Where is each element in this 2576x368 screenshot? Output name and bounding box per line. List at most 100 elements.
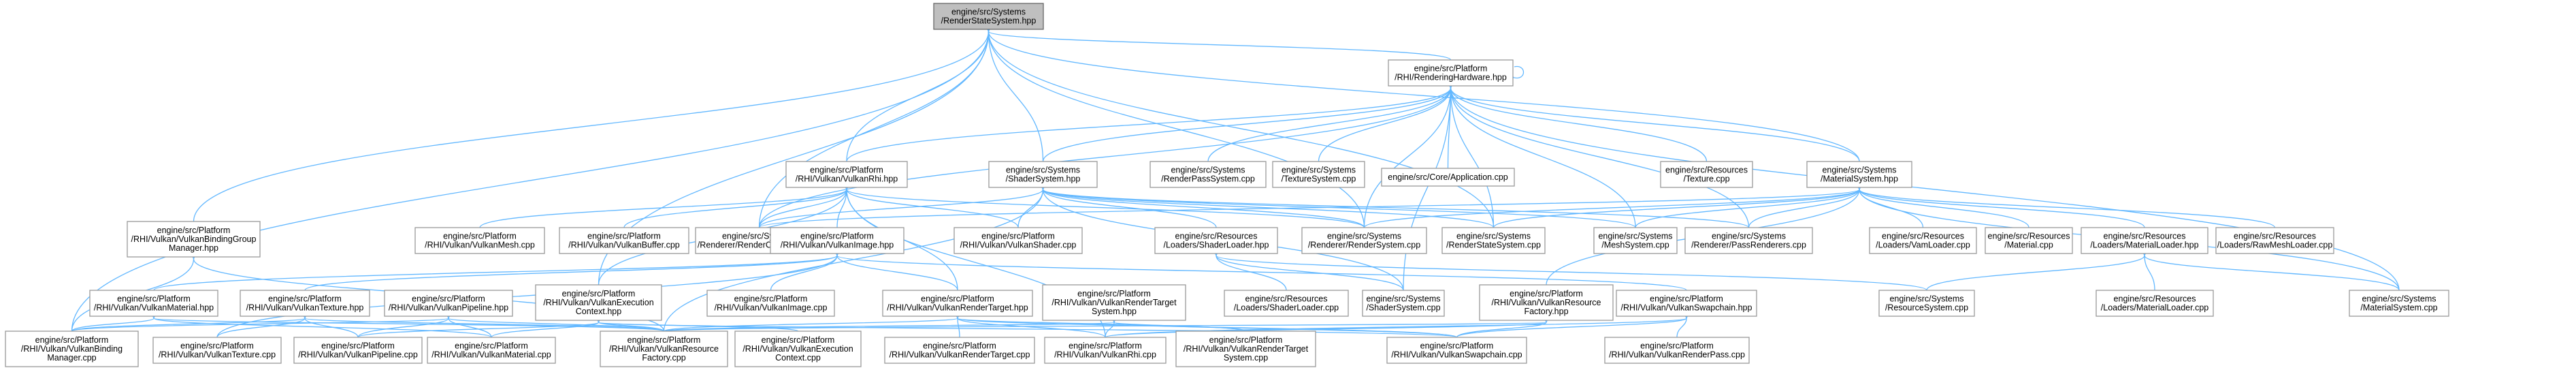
node-box [535, 284, 662, 321]
node-box [1150, 161, 1267, 188]
node-vulkan-material-cpp[interactable]: engine/src/Platform/RHI/Vulkan/VulkanMat… [427, 337, 556, 364]
node-box [933, 3, 1044, 30]
node-vulkan-render-target-cpp[interactable]: engine/src/Platform/RHI/Vulkan/VulkanRen… [884, 337, 1035, 364]
node-pass-renderers-cpp[interactable]: engine/src/Systems/Renderer/PassRenderer… [1684, 227, 1813, 254]
edge-vulkan-swapchain-hpp-to-vulkan-swapchain-cpp [1456, 312, 1690, 338]
node-material-loader-hpp[interactable]: engine/src/Resources/Loaders/MaterialLoa… [2081, 227, 2208, 254]
node-box [293, 337, 423, 364]
node-material-cpp[interactable]: engine/src/Resources/Material.cpp [1985, 227, 2073, 254]
node-shader-loader-cpp[interactable]: engine/src/Resources/Loaders/ShaderLoade… [1224, 290, 1349, 317]
node-vulkan-render-target-system-hpp[interactable]: engine/src/Platform/RHI/Vulkan/VulkanRen… [1042, 284, 1186, 321]
node-binding-group-manager-hpp[interactable]: engine/src/Platform/RHI/Vulkan/VulkanBin… [127, 221, 261, 258]
node-texture-system-cpp[interactable]: engine/src/Systems/TextureSystem.cpp [1272, 161, 1365, 188]
node-render-state-system-hpp[interactable]: engine/src/Systems/RenderStateSystem.hpp [933, 3, 1044, 30]
node-box [953, 227, 1083, 254]
node-box [1301, 227, 1427, 254]
edge-vulkan-resource-factory-hpp-to-vulkan-resource-factory-cpp [663, 316, 1551, 332]
node-texture-cpp[interactable]: engine/src/Resources/Texture.cpp [1660, 161, 1753, 188]
node-label-line: engine/src/Platform [981, 232, 1055, 241]
node-vulkan-pipeline-cpp[interactable]: engine/src/Platform/RHI/Vulkan/VulkanPip… [293, 337, 423, 364]
edge-vulkan-texture-hpp-to-vulkan-resource-factory-cpp [301, 312, 665, 332]
node-box [1224, 290, 1349, 317]
node-vulkan-render-target-hpp[interactable]: engine/src/Platform/RHI/Vulkan/VulkanRen… [882, 290, 1033, 317]
node-vulkan-swapchain-cpp[interactable]: engine/src/Platform/RHI/Vulkan/VulkanSwa… [1386, 337, 1527, 364]
node-vulkan-mesh-cpp[interactable]: engine/src/Platform/RHI/Vulkan/VulkanMes… [414, 227, 545, 254]
node-vulkan-execution-context-hpp[interactable]: engine/src/Platform/RHI/Vulkan/VulkanExe… [535, 284, 662, 321]
node-binding-group-manager-cpp[interactable]: engine/src/Platform/RHI/Vulkan/VulkanBin… [5, 331, 139, 367]
edge-shader-system-hpp-to-shader-loader-hpp [1039, 183, 1217, 228]
node-vulkan-material-hpp[interactable]: engine/src/Platform/RHI/Vulkan/VulkanMat… [89, 290, 218, 317]
edge-vulkan-pipeline-hpp-to-vulkan-material-cpp [445, 312, 492, 338]
node-label-line: /RHI/Vulkan/VulkanRhi.hpp [796, 174, 898, 184]
node-vulkan-image-cpp[interactable]: engine/src/Platform/RHI/Vulkan/VulkanIma… [706, 290, 835, 317]
node-shader-loader-hpp[interactable]: engine/src/Resources/Loaders/ShaderLoade… [1154, 227, 1278, 254]
node-label-line: engine/src/Systems [1822, 166, 1896, 175]
edge-vulkan-rhi-hpp-to-render-command-cpp [758, 183, 850, 228]
node-vulkan-image-hpp[interactable]: engine/src/Platform/RHI/Vulkan/VulkanIma… [770, 227, 904, 254]
node-vulkan-texture-hpp[interactable]: engine/src/Platform/RHI/Vulkan/VulkanTex… [240, 290, 370, 317]
node-label-line: /ShaderSystem.hpp [1006, 174, 1081, 184]
edge-render-state-system-hpp-to-rendering-hardware [985, 25, 1452, 61]
node-box [1604, 337, 1750, 364]
node-label-line: System.hpp [1092, 307, 1137, 316]
edge-material-loader-hpp-to-material-loader-cpp [2141, 249, 2155, 291]
node-vulkan-resource-factory-cpp[interactable]: engine/src/Platform/RHI/Vulkan/VulkanRes… [600, 331, 728, 367]
node-vulkan-render-target-system-cpp[interactable]: engine/src/Platform/RHI/Vulkan/VulkanRen… [1175, 331, 1316, 367]
node-box [882, 290, 1033, 317]
node-label-line: engine/src/Systems [951, 7, 1026, 17]
node-label-line: engine/src/Platform [1077, 289, 1151, 298]
node-label-line: /Loaders/VamLoader.cpp [1876, 241, 1970, 250]
edge-shader-system-hpp-to-pass-renderers-cpp [1039, 183, 1750, 228]
node-vulkan-swapchain-hpp[interactable]: engine/src/Platform/RHI/Vulkan/VulkanSwa… [1616, 290, 1757, 317]
node-render-pass-system-cpp[interactable]: engine/src/Systems/RenderPassSystem.cpp [1150, 161, 1267, 188]
edge-vulkan-image-hpp-to-vulkan-texture-hpp [304, 249, 841, 291]
node-vulkan-rhi-cpp[interactable]: engine/src/Platform/RHI/Vulkan/VulkanRhi… [1044, 337, 1167, 364]
edge-rendering-hardware-to-material-system-cpp [1447, 82, 2400, 291]
node-vulkan-resource-factory-hpp[interactable]: engine/src/Platform/RHI/Vulkan/VulkanRes… [1479, 284, 1614, 321]
edge-shader-loader-hpp-to-shader-loader-cpp [1213, 249, 1287, 291]
node-label-line: Factory.cpp [642, 353, 685, 363]
node-box [127, 221, 261, 258]
node-label-line: /Loaders/MaterialLoader.hpp [2090, 241, 2198, 250]
edge-render-state-system-hpp-to-binding-group-manager-hpp [193, 25, 992, 222]
edge-vulkan-material-hpp-to-vulkan-material-cpp [150, 312, 492, 338]
edge-material-loader-hpp-to-material-system-cpp [2141, 249, 2400, 291]
edge-vulkan-render-target-hpp-to-vulkan-render-target-cpp [954, 312, 961, 338]
node-label-line: engine/src/Systems [1456, 232, 1531, 241]
node-label-line: /RHI/Vulkan/VulkanShader.cpp [960, 241, 1077, 250]
edge-render-state-system-hpp-to-render-system-cpp [985, 25, 1365, 228]
node-render-system-cpp[interactable]: engine/src/Systems/Renderer/RenderSystem… [1301, 227, 1427, 254]
node-label-line: engine/src/Resources [2234, 232, 2316, 241]
node-label-line: /RHI/Vulkan/VulkanRenderTarget [1051, 298, 1177, 307]
node-vulkan-rhi-hpp[interactable]: engine/src/Platform/RHI/Vulkan/VulkanRhi… [785, 161, 908, 188]
edge-vulkan-swapchain-hpp-to-vulkan-render-pass-cpp [1676, 312, 1690, 338]
node-label-line: engine/src/Resources [1665, 166, 1748, 175]
node-label-line: engine/src/Resources [2104, 232, 2186, 241]
node-shader-system-hpp[interactable]: engine/src/Systems/ShaderSystem.hpp [988, 161, 1098, 188]
node-label-line: /RHI/Vulkan/VulkanRenderTarget.cpp [890, 350, 1030, 360]
node-vulkan-execution-context-cpp[interactable]: engine/src/Platform/RHI/Vulkan/VulkanExe… [734, 331, 862, 367]
node-raw-mesh-loader-cpp[interactable]: engine/src/Resources/Loaders/RawMeshLoad… [2215, 227, 2334, 254]
node-application-cpp[interactable]: engine/src/Core/Application.cpp [1381, 168, 1515, 187]
node-vulkan-texture-cpp[interactable]: engine/src/Platform/RHI/Vulkan/VulkanTex… [152, 337, 282, 364]
node-label-line: /RHI/Vulkan/VulkanBinding [21, 344, 123, 354]
node-material-system-cpp[interactable]: engine/src/Systems/MaterialSystem.cpp [2349, 290, 2449, 317]
node-box [1878, 290, 1975, 317]
node-vam-loader-cpp[interactable]: engine/src/Resources/Loaders/VamLoader.c… [1869, 227, 1977, 254]
node-vulkan-render-pass-cpp[interactable]: engine/src/Platform/RHI/Vulkan/VulkanRen… [1604, 337, 1750, 364]
node-material-loader-cpp[interactable]: engine/src/Resources/Loaders/MaterialLoa… [2096, 290, 2214, 317]
node-label-line: /RHI/Vulkan/VulkanMaterial.cpp [431, 350, 551, 360]
edge-rendering-hardware-to-shader-system-cpp [1403, 82, 1454, 291]
node-vulkan-pipeline-hpp[interactable]: engine/src/Platform/RHI/Vulkan/VulkanPip… [384, 290, 513, 317]
edge-render-state-system-hpp-to-render-command-cpp [758, 25, 992, 228]
node-rendering-hardware[interactable]: engine/src/Platform/RHI/RenderingHardwar… [1388, 59, 1514, 87]
node-resource-system-cpp[interactable]: engine/src/Systems/ResourceSystem.cpp [1878, 290, 1975, 317]
node-vulkan-shader-cpp[interactable]: engine/src/Platform/RHI/Vulkan/VulkanSha… [953, 227, 1083, 254]
node-vulkan-buffer-cpp[interactable]: engine/src/Platform/RHI/Vulkan/VulkanBuf… [559, 227, 689, 254]
node-mesh-system-cpp[interactable]: engine/src/Systems/MeshSystem.cpp [1593, 227, 1678, 254]
node-render-state-system-cpp[interactable]: engine/src/Systems/RenderStateSystem.cpp [1441, 227, 1546, 254]
node-label-line: engine/src/Platform [1650, 294, 1723, 304]
node-label-line: engine/src/Platform [268, 294, 342, 304]
node-shader-system-cpp[interactable]: engine/src/Systems/ShaderSystem.cpp [1362, 290, 1445, 317]
node-material-system-hpp[interactable]: engine/src/Systems/MaterialSystem.hpp [1806, 161, 1912, 188]
